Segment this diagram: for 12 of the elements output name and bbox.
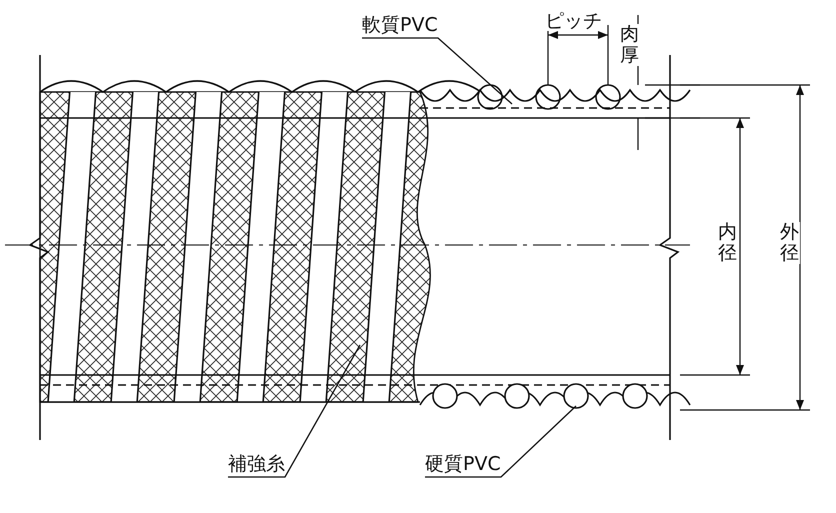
part-label: 補強糸 — [228, 455, 285, 474]
leader-line — [425, 406, 576, 478]
dimension-label: 外径 — [780, 222, 800, 264]
part-label: 軟質PVC — [362, 16, 438, 35]
hard-helix-drawing — [432, 383, 648, 409]
part-label: 硬質PVC — [425, 455, 501, 474]
dimension-label: 内径 — [718, 222, 738, 264]
leader-line — [228, 344, 361, 478]
soft-wall-drawing — [419, 89, 691, 109]
dimension-label: 肉厚 — [620, 24, 640, 66]
dimension-label: ピッチ — [545, 12, 602, 31]
leader-line — [362, 37, 512, 104]
